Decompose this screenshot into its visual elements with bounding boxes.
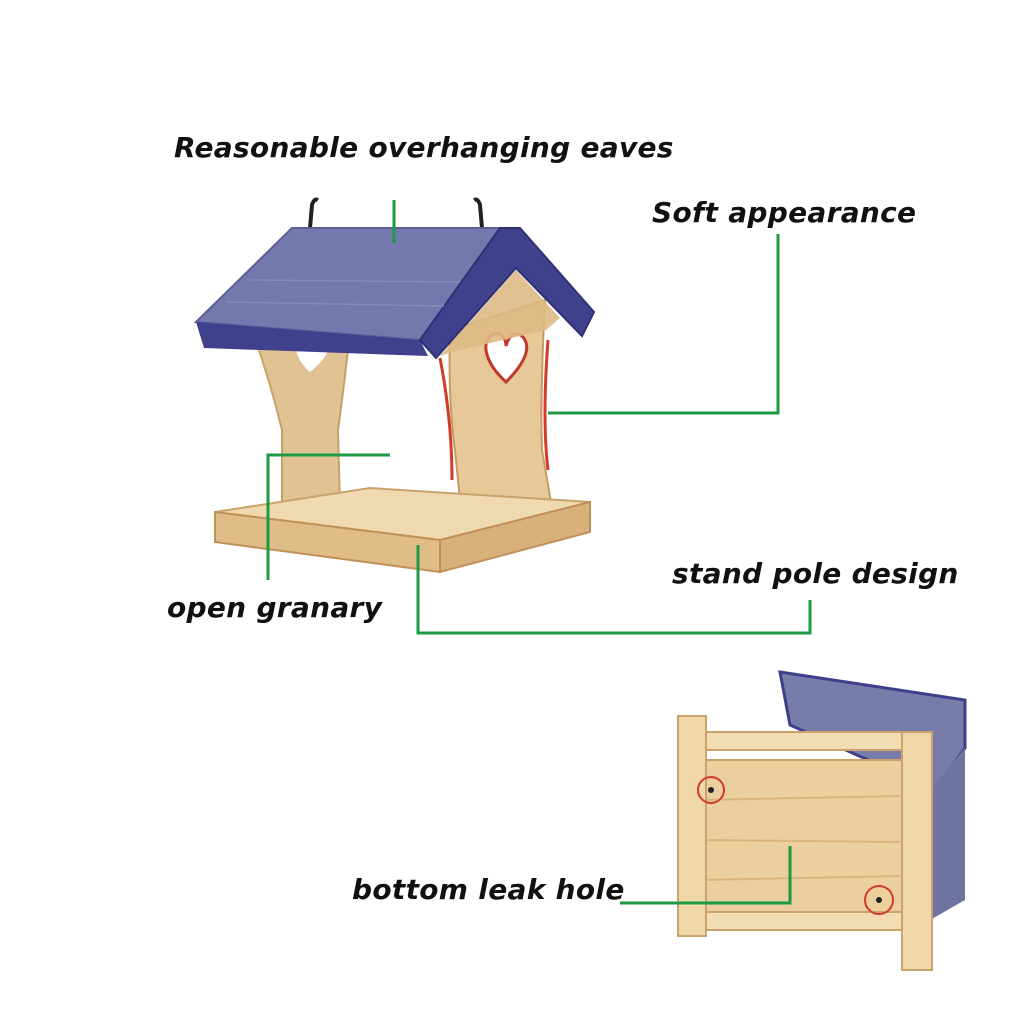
heart-cutout-icon	[484, 332, 529, 385]
drain-hole	[708, 787, 714, 793]
post-left	[677, 715, 707, 937]
callout-granary-label: open granary	[167, 591, 383, 624]
callout-leak-label: bottom leak hole	[352, 873, 625, 906]
soft-edge-highlight	[438, 357, 454, 481]
roof-grain	[249, 279, 461, 283]
callout-appearance-label: Soft appearance	[652, 196, 917, 229]
callout-pole-label: stand pole design	[672, 557, 959, 590]
highlight-circle-icon	[864, 885, 894, 915]
hanging-wire-right	[473, 197, 484, 229]
roof-right-panel	[418, 227, 596, 360]
detail-back-wall	[930, 748, 965, 920]
leader-pole	[416, 545, 812, 635]
feeder-main	[193, 197, 596, 574]
rail-top	[693, 731, 915, 751]
leader-leak	[620, 846, 792, 905]
post-right	[901, 731, 933, 971]
feeder-bottom-detail	[677, 670, 967, 971]
base-tray-side	[439, 500, 591, 574]
callout-eaves-label: Reasonable overhanging eaves	[174, 131, 674, 164]
roof-gable-wood	[440, 270, 560, 356]
roof-left-edge	[196, 322, 428, 356]
board-grain	[699, 839, 901, 843]
soft-edge-highlight	[543, 339, 550, 471]
drain-hole	[876, 897, 882, 903]
hanging-wire-left	[308, 197, 319, 229]
leader-appearance	[548, 234, 780, 415]
highlight-circle-icon	[697, 776, 725, 804]
board-grain	[699, 795, 901, 801]
board-grain	[699, 875, 901, 881]
bottom-board	[693, 759, 909, 917]
leader-lines	[266, 200, 812, 905]
roof-grain	[225, 301, 445, 307]
leader-granary	[266, 453, 390, 580]
